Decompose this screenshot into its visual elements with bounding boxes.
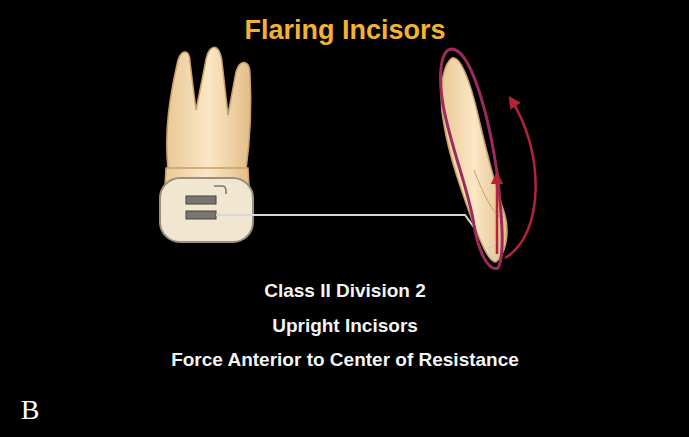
force-arrow	[496, 174, 499, 254]
title: Flaring Incisors	[244, 15, 445, 46]
subtitle-line: Force Anterior to Center of Resistance	[171, 349, 519, 371]
molar-band	[160, 178, 253, 242]
moment-arrow	[505, 98, 536, 258]
subtitle-line: Upright Incisors	[272, 315, 418, 337]
panel-letter: B	[21, 394, 40, 426]
flared-position	[441, 49, 503, 268]
subtitle-line: Class II Division 2	[264, 280, 426, 302]
arch-wire	[216, 215, 492, 252]
